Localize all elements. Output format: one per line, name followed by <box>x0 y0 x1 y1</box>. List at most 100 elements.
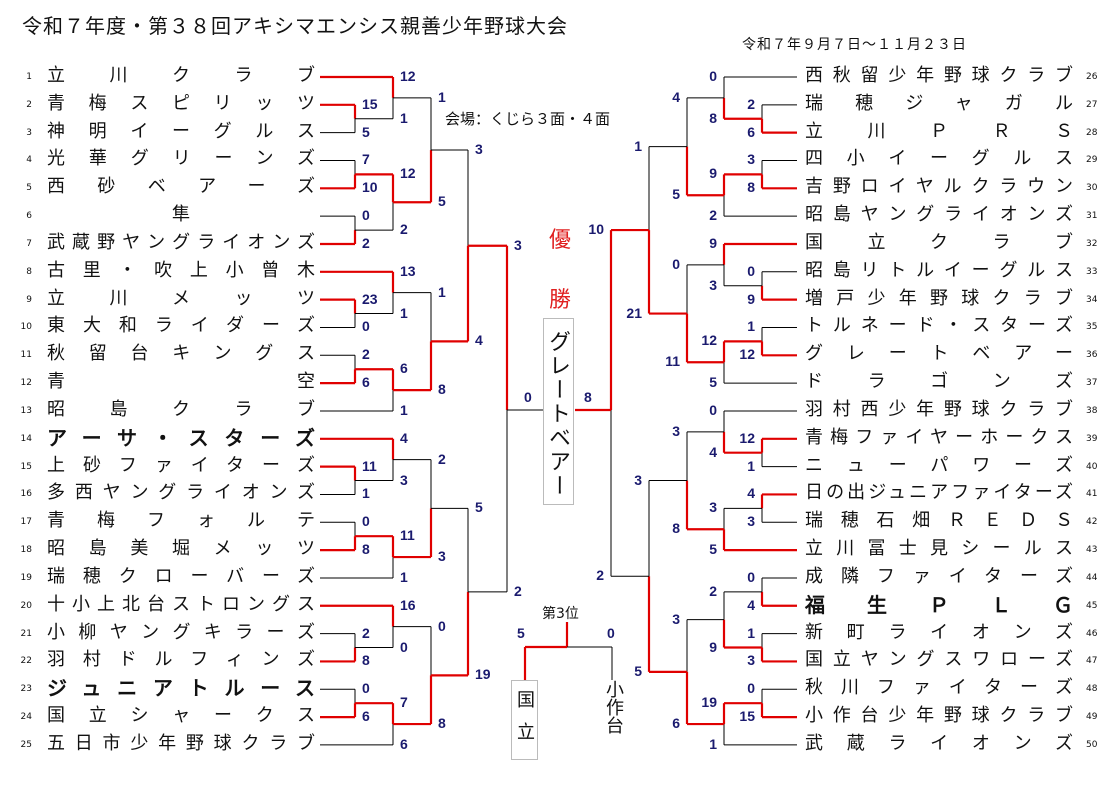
team-name: 昭島ヤングライオンズ <box>805 204 1073 226</box>
team-name: 武蔵ライオンズ <box>805 732 1073 754</box>
match-score: 3 <box>438 548 446 565</box>
match-score: 0 <box>362 318 370 335</box>
match-score: 1 <box>709 735 717 752</box>
match-score: 23 <box>362 290 378 307</box>
team-number: 9 <box>26 294 32 305</box>
match-score: 3 <box>747 652 755 669</box>
match-score: 6 <box>362 708 370 725</box>
team-number: 5 <box>26 183 32 194</box>
team-number: 47 <box>1086 656 1098 667</box>
team-name: 上砂ファイターズ <box>47 454 315 476</box>
match-score: 8 <box>438 715 446 732</box>
match-score: 8 <box>438 381 446 398</box>
team-number: 34 <box>1086 294 1098 305</box>
match-score: 5 <box>709 541 717 558</box>
team-name: 瑞穂ジャガル <box>805 92 1073 114</box>
team-number: 11 <box>20 350 32 361</box>
match-score: 5 <box>672 186 680 203</box>
match-score: 3 <box>747 513 755 530</box>
team-number: 30 <box>1086 183 1098 194</box>
third-place-team-left: 国立 <box>511 680 538 760</box>
match-score: 8 <box>362 541 370 558</box>
final-score-right: 8 <box>584 389 592 405</box>
team-name: 五日市少年野球クラブ <box>47 732 315 754</box>
match-score: 3 <box>634 471 642 488</box>
match-score: 3 <box>672 610 680 627</box>
tournament-dates: 令和７年９月７日～１１月２３日 <box>742 37 967 53</box>
team-name: 日の出ジュニアファイターズ <box>805 482 1073 504</box>
team-number: 25 <box>20 739 32 750</box>
team-number: 38 <box>1086 405 1098 416</box>
match-score: 16 <box>400 596 416 613</box>
team-name: 羽村ドルフィンズ <box>47 649 315 671</box>
match-score: 2 <box>438 450 446 467</box>
team-name: 小柳ヤングキラーズ <box>47 621 315 643</box>
team-name: 光華グリーンズ <box>47 148 315 170</box>
match-score: 21 <box>626 304 642 321</box>
team-number: 37 <box>1086 378 1098 389</box>
match-score: 0 <box>362 680 370 697</box>
match-score: 8 <box>672 520 680 537</box>
team-number: 27 <box>1086 99 1098 110</box>
match-score: 10 <box>362 179 378 196</box>
match-score: 10 <box>588 221 604 238</box>
venue-label: 会場：くじら３面・４面 <box>445 110 611 128</box>
team-name: 国立ヤングスワローズ <box>805 649 1073 671</box>
team-number: 17 <box>20 517 32 528</box>
match-score: 5 <box>475 499 483 516</box>
team-number: 46 <box>1086 628 1098 639</box>
team-name: 立川メッツ <box>47 287 315 309</box>
third-place-label: 第3位 <box>542 606 579 622</box>
match-score: 0 <box>709 68 717 84</box>
team-name: 青梅ファイヤーホークス <box>805 426 1073 448</box>
team-name: 十小上北台ストロングス <box>47 593 315 615</box>
match-score: 4 <box>400 429 408 446</box>
team-number: 13 <box>20 405 32 416</box>
match-score: 6 <box>400 735 408 752</box>
team-name: 青梅スピリッツ <box>47 92 315 114</box>
team-name: 西秋留少年野球クラブ <box>805 65 1073 86</box>
team-number: 3 <box>26 127 32 138</box>
match-score: 6 <box>672 715 680 732</box>
team-number: 16 <box>20 489 32 500</box>
match-score: 0 <box>747 262 755 279</box>
team-name: 新町ライオンズ <box>805 621 1073 643</box>
match-score: 1 <box>400 401 408 418</box>
team-name: 吉野ロイヤルクラウン <box>805 176 1073 198</box>
match-score: 12 <box>400 165 416 182</box>
team-name: 福生ＰＬＧ <box>805 592 1073 617</box>
team-name: 武蔵野ヤングライオンズ <box>47 231 315 253</box>
match-score: 4 <box>709 443 717 460</box>
team-name: 神明イーグルス <box>47 120 315 142</box>
team-number: 4 <box>26 155 32 166</box>
team-number: 8 <box>26 266 32 277</box>
match-score: 3 <box>709 276 717 293</box>
match-score: 5 <box>709 374 717 391</box>
match-score: 0 <box>438 617 446 634</box>
team-name: 瑞穂クローバーズ <box>47 565 315 587</box>
team-name: 多西ヤングライオンズ <box>47 482 315 504</box>
match-score: 4 <box>747 485 755 502</box>
match-score: 4 <box>672 88 680 105</box>
match-score: 12 <box>739 429 755 446</box>
team-number: 33 <box>1086 266 1098 277</box>
match-score: 7 <box>400 694 408 711</box>
match-score: 13 <box>400 262 416 279</box>
team-name: 秋川ファイターズ <box>805 677 1073 699</box>
third-place-team-right: 小作台 <box>603 680 624 734</box>
team-name: 増戸少年野球クラブ <box>805 287 1073 309</box>
team-number: 2 <box>26 99 32 110</box>
team-name: 青梅フォルテ <box>47 510 315 532</box>
team-number: 21 <box>20 628 32 639</box>
team-number: 44 <box>1086 572 1098 583</box>
match-score: 19 <box>475 666 491 683</box>
team-number: 36 <box>1086 350 1098 361</box>
team-name: 羽村西少年野球クラブ <box>805 398 1073 420</box>
team-number: 7 <box>26 238 32 249</box>
team-number: 32 <box>1086 238 1098 249</box>
team-number: 40 <box>1086 461 1098 472</box>
match-score: 1 <box>400 304 408 321</box>
third-place-score-right: 0 <box>607 625 615 641</box>
team-number: 31 <box>1086 211 1098 222</box>
team-number: 42 <box>1086 517 1098 528</box>
